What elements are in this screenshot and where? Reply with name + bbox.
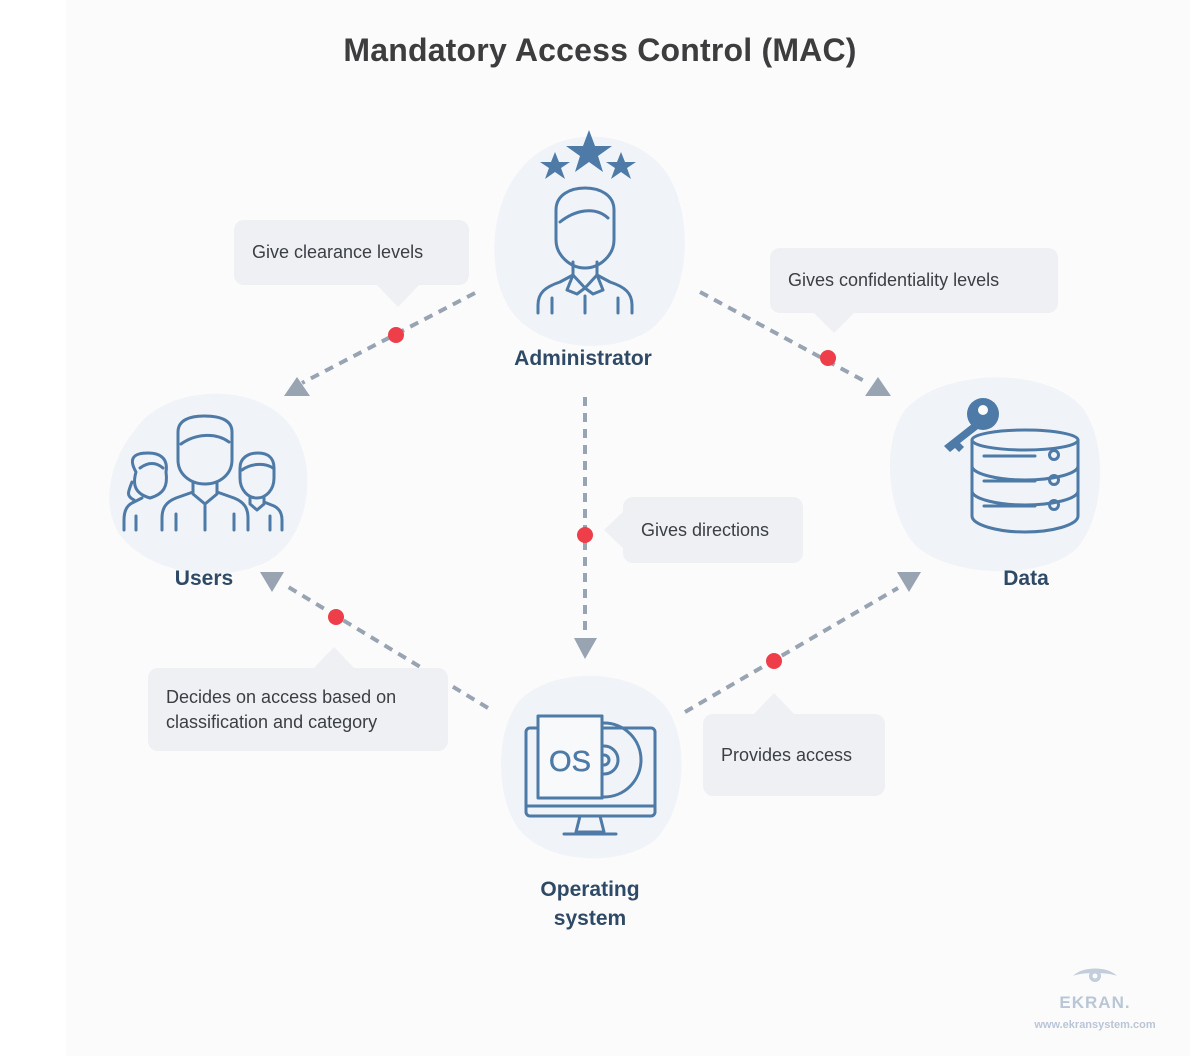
bubble-text: Gives confidentiality levels bbox=[788, 270, 1000, 290]
arrow-to-users-bottom bbox=[260, 572, 284, 592]
eye-logo-icon bbox=[1073, 968, 1117, 982]
connectors bbox=[283, 290, 900, 714]
administrator-label: Administrator bbox=[514, 347, 652, 370]
bubble-give-clearance-levels: Give clearance levels bbox=[234, 220, 469, 285]
brand-name: EKRAN. bbox=[1059, 993, 1131, 1012]
dot-admin-data bbox=[820, 350, 836, 366]
administrator-icon bbox=[536, 130, 636, 315]
stars-icon bbox=[540, 130, 636, 179]
bubble-gives-directions: Gives directions bbox=[623, 497, 803, 563]
data-label: Data bbox=[1003, 567, 1049, 590]
data-icon bbox=[944, 398, 1080, 534]
dot-admin-os bbox=[577, 527, 593, 543]
administrator-blob bbox=[494, 136, 685, 346]
connector-os-data bbox=[683, 586, 900, 714]
bubble-text: Give clearance levels bbox=[252, 242, 424, 262]
os-screen-text: OS bbox=[549, 746, 591, 778]
users-icon bbox=[122, 414, 284, 532]
bubble-pointer-directions bbox=[604, 508, 627, 552]
database-icon bbox=[970, 428, 1080, 534]
connector-admin-users bbox=[301, 291, 476, 385]
os-icon bbox=[524, 714, 657, 836]
bubble-provides-access: Provides access bbox=[703, 714, 885, 796]
bubble-pointer-decides bbox=[312, 647, 356, 670]
bubble-text: Gives directions bbox=[641, 519, 770, 540]
arrow-to-data-bottom bbox=[897, 572, 921, 592]
bubble-pointer-provides bbox=[752, 693, 796, 716]
bubble-text-line1: Decides on access based on bbox=[166, 686, 397, 707]
arrow-to-data-top bbox=[865, 377, 891, 396]
bubble-text-line2: classification and category bbox=[166, 711, 378, 732]
arrow-to-users-top bbox=[284, 377, 310, 396]
diagram-title: Mandatory Access Control (MAC) bbox=[343, 32, 857, 68]
dot-os-users bbox=[328, 609, 344, 625]
key-icon bbox=[944, 398, 999, 452]
bubble-text: Provides access bbox=[721, 744, 853, 765]
arrow-to-os bbox=[574, 638, 597, 659]
bubble-gives-confidentiality-levels: Gives confidentiality levels bbox=[770, 248, 1058, 313]
os-label: Operating system bbox=[490, 875, 690, 933]
data-blob bbox=[889, 377, 1101, 572]
brand-url: www.ekransystem.com bbox=[1034, 1019, 1156, 1031]
os-label-line1: Operating bbox=[540, 878, 640, 901]
bubble-pointer-confidentiality bbox=[812, 311, 856, 333]
dot-admin-users bbox=[388, 327, 404, 343]
brand-watermark: EKRAN. www.ekransystem.com bbox=[1000, 964, 1190, 1031]
os-label-line2: system bbox=[553, 907, 627, 930]
bubble-decides-on-access: Decides on access based on classificatio… bbox=[148, 668, 448, 751]
users-label: Users bbox=[174, 567, 234, 590]
bubble-pointer-clearance bbox=[376, 284, 420, 307]
connector-os-users bbox=[283, 583, 490, 710]
dot-os-data bbox=[766, 653, 782, 669]
